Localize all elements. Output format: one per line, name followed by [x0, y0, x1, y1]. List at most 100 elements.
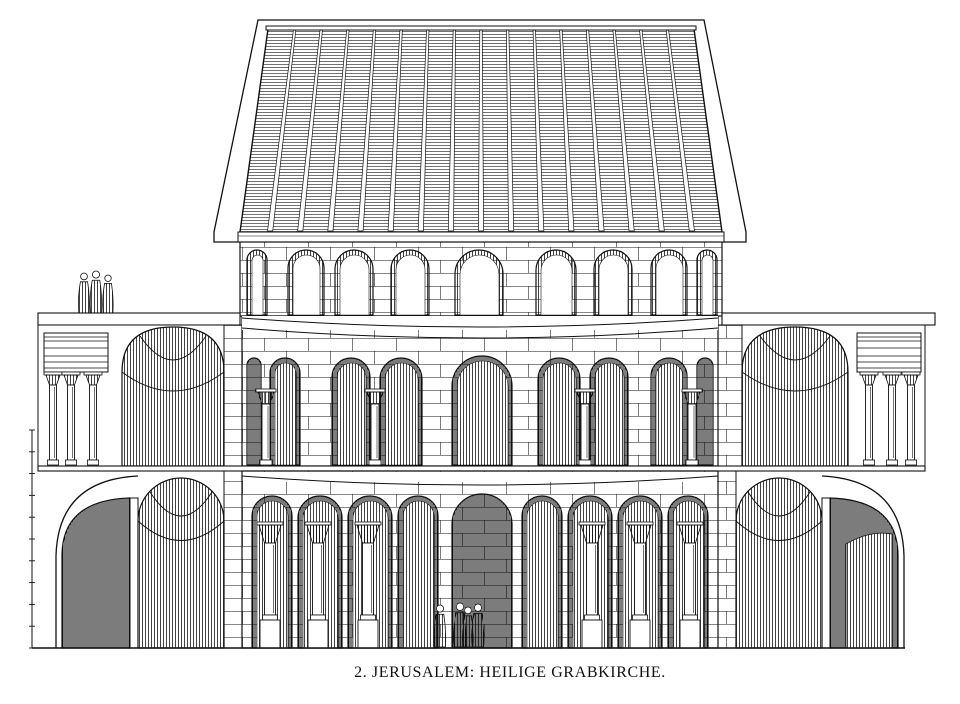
right-lower-wall — [717, 470, 737, 649]
column-shaft — [264, 542, 276, 616]
column-shaft — [362, 542, 374, 616]
gallery-arch — [331, 357, 371, 466]
right-terrace-slab — [721, 312, 936, 326]
wing-column — [83, 371, 103, 466]
drum-arch-reveal — [459, 254, 500, 316]
right-colonnade — [859, 371, 921, 466]
column-abacus — [882, 371, 902, 376]
left-lower-wall — [223, 470, 243, 649]
gallery-arch-back-wall — [595, 363, 624, 465]
wing-column — [859, 371, 879, 466]
right-gallery-wall — [717, 324, 743, 467]
figure-robe — [102, 282, 114, 314]
lower-arch — [397, 495, 439, 649]
gallery-arch — [696, 357, 714, 466]
gallery-column — [681, 388, 703, 466]
column-base — [310, 614, 326, 621]
gallery-level — [241, 315, 719, 467]
column-plinth — [357, 619, 379, 649]
column-abacus — [83, 371, 103, 376]
column-base — [259, 459, 273, 466]
gallery-cornice-curve — [241, 317, 719, 339]
roof-top-band — [265, 25, 697, 31]
drum-arch-reveal — [540, 254, 573, 316]
gallery-arch-back-wall — [457, 361, 508, 465]
drum-arch — [287, 249, 325, 316]
wing-column — [901, 371, 921, 466]
column-plinth — [307, 619, 329, 649]
column-base — [584, 614, 600, 621]
column-plinth — [679, 619, 701, 649]
left-lower-pier — [129, 497, 139, 649]
right-gallery-vault — [741, 326, 849, 467]
gallery-arch-opening — [696, 357, 714, 466]
gallery-arch-back-wall — [656, 363, 683, 465]
drum-arch-reveal — [395, 254, 426, 316]
right-lower-vault-bay — [735, 477, 823, 649]
column-plinth — [629, 619, 651, 649]
column-shaft — [370, 403, 380, 461]
right-outer-vault-backwall-shade — [846, 533, 892, 648]
gallery-arch — [246, 357, 262, 466]
column-shaft — [586, 542, 598, 616]
column-base — [65, 459, 77, 466]
terrace-figures — [78, 270, 114, 314]
drum-arch — [246, 249, 268, 316]
figure-head — [80, 272, 88, 281]
column-abacus — [364, 388, 386, 393]
column-shaft — [888, 384, 896, 461]
gallery-wall-ground — [242, 316, 718, 330]
gallery-arch-back-wall — [275, 363, 296, 465]
column-shaft — [89, 384, 97, 461]
column-abacus — [681, 388, 703, 393]
gallery-arch — [589, 357, 629, 466]
human-figure — [78, 272, 90, 314]
column-shaft — [687, 403, 697, 461]
lower-column — [626, 521, 654, 649]
lower-wall-ground — [243, 472, 717, 482]
gallery-arch-back-wall — [385, 363, 418, 465]
figure-robe — [89, 279, 103, 314]
gallery-column — [574, 388, 596, 466]
figure-head — [92, 270, 100, 279]
column-plinth — [259, 619, 281, 649]
drum-arch — [454, 249, 504, 316]
figure-head — [104, 274, 112, 282]
left-gallery-wall — [223, 324, 243, 467]
lower-cornice-curve — [241, 475, 719, 486]
gallery-arch-back-wall — [543, 363, 576, 465]
right-entablature-mouldings — [857, 336, 921, 369]
gallery-column — [364, 388, 386, 466]
column-base — [863, 459, 875, 466]
right-outer-vault-outline — [821, 475, 905, 648]
figure-robe — [471, 613, 485, 648]
left-outer-vault-outline — [55, 475, 139, 648]
gallery-arch — [537, 357, 581, 466]
lower-column — [354, 521, 382, 649]
lower-column — [578, 521, 606, 649]
column-base — [368, 459, 382, 466]
gallery-arch — [650, 357, 688, 466]
column-shaft — [67, 384, 75, 461]
left-lower-groin — [137, 491, 225, 541]
figure-robe — [78, 281, 90, 314]
scale-ticks — [29, 429, 35, 649]
right-gallery-groin — [741, 335, 849, 392]
drum-arch-reveal — [251, 254, 264, 316]
column-base — [685, 459, 699, 466]
gallery-arcade — [246, 355, 714, 466]
drum-arch — [593, 249, 633, 316]
column-shaft — [312, 542, 324, 616]
column-abacus — [859, 371, 879, 376]
right-lower-groin — [735, 491, 823, 541]
drum-arch-reveal — [655, 254, 684, 316]
column-base — [905, 459, 917, 466]
lower-arch-back-wall — [527, 500, 558, 648]
human-figure — [433, 604, 447, 648]
drum-arch — [535, 249, 577, 316]
column-abacus — [256, 521, 284, 526]
wing-column — [43, 371, 63, 466]
figure-head — [464, 606, 472, 615]
wing-column — [61, 371, 81, 466]
column-abacus — [578, 521, 606, 526]
